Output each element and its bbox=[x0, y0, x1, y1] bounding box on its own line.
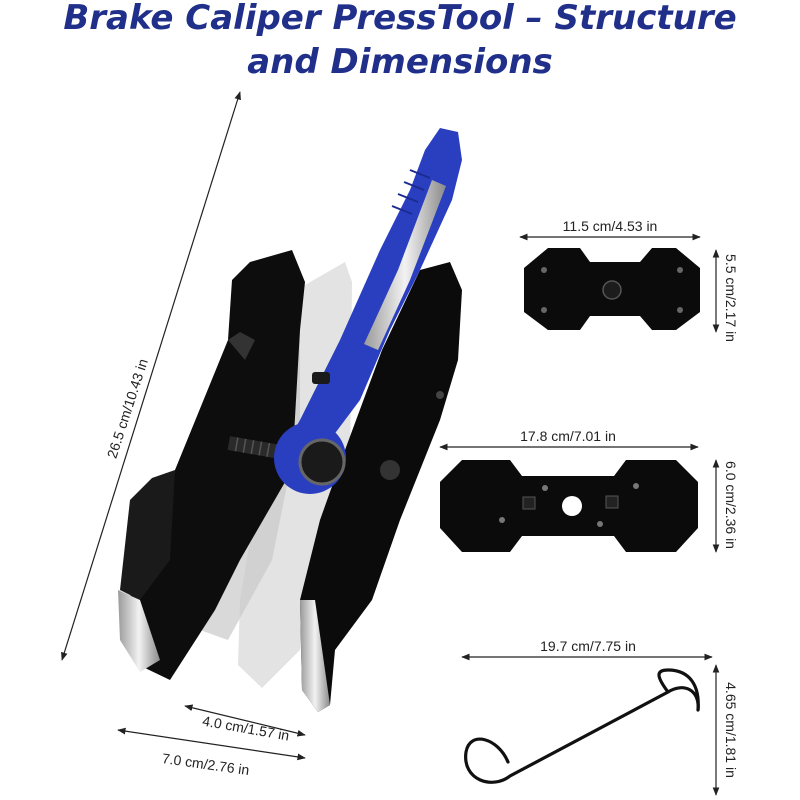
ratchet-socket bbox=[298, 438, 346, 486]
right-plate-edge bbox=[300, 600, 330, 712]
jaw-width-label: 7.0 cm/2.76 in bbox=[161, 750, 250, 778]
page-title: Brake Caliper PressTool – Structure bbox=[63, 0, 737, 38]
handle-shaft bbox=[364, 180, 446, 350]
direction-switch bbox=[312, 372, 330, 384]
jaw-width-dim-line bbox=[117, 727, 306, 761]
hook-height-label: 4.65 cm/1.81 in bbox=[723, 682, 739, 778]
hook-width-label: 19.7 cm/7.75 in bbox=[540, 638, 636, 654]
large-plate-group: 17.8 cm/7.01 in 6.0 cm/2.36 in bbox=[439, 428, 739, 553]
jaw-gap-label: 4.0 cm/1.57 in bbox=[201, 713, 290, 744]
center-bolt bbox=[602, 280, 622, 300]
small-plate-group: 11.5 cm/4.53 in 5.5 cm/2.17 in bbox=[519, 218, 739, 342]
small-plate-height-label: 5.5 cm/2.17 in bbox=[723, 254, 739, 342]
s-hook bbox=[464, 686, 700, 784]
ratchet-handle bbox=[280, 128, 462, 470]
large-plate-height-label: 6.0 cm/2.36 in bbox=[723, 461, 739, 549]
plate-hole bbox=[380, 460, 400, 480]
tool-length-dim-line bbox=[61, 91, 241, 661]
small-plate-width-label: 11.5 cm/4.53 in bbox=[563, 218, 658, 234]
tool-length-label: 26.5 cm/10.43 in bbox=[104, 357, 151, 460]
page-subtitle: and Dimensions bbox=[247, 42, 553, 82]
hook-group: 19.7 cm/7.75 in 4.65 cm/1.81 in bbox=[461, 638, 739, 796]
press-tool bbox=[118, 128, 462, 712]
right-plate bbox=[300, 262, 462, 712]
large-plate-width-label: 17.8 cm/7.01 in bbox=[520, 428, 616, 444]
plate-hole bbox=[436, 391, 444, 399]
center-hole bbox=[562, 496, 582, 516]
